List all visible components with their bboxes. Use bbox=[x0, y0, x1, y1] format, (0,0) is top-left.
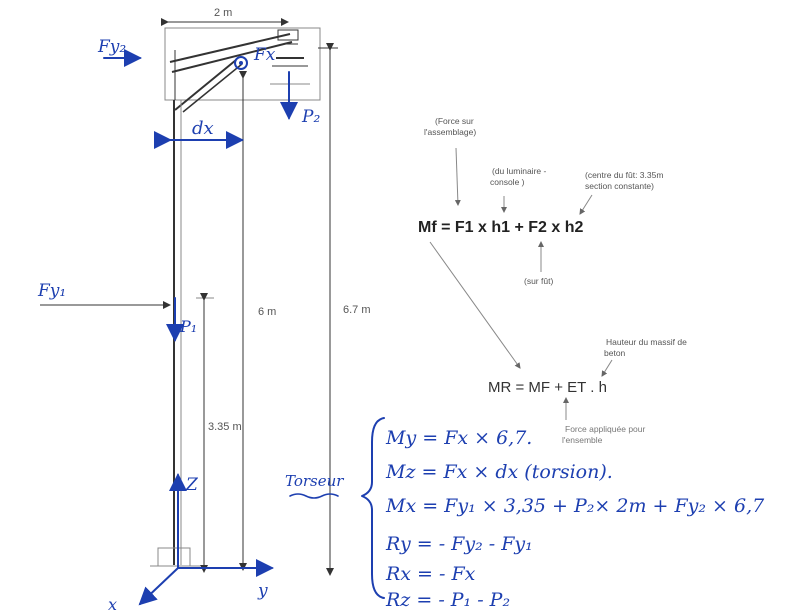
y-label: y bbox=[257, 581, 268, 601]
console-brace-2 bbox=[182, 63, 243, 113]
formula-mf: Mf = F1 x h1 + F2 x h2 bbox=[418, 219, 583, 236]
torseur-line-0: My = Fx × 6,7. bbox=[385, 427, 532, 449]
dimensions: 2 m 6 m 6.7 m 3.35 m bbox=[161, 7, 371, 576]
note-force-assemblage-2: l'assemblage) bbox=[424, 127, 476, 137]
note-sur-fut: (sur fût) bbox=[524, 276, 553, 286]
note-hauteur-1: Hauteur du massif de bbox=[606, 337, 687, 347]
note-luminaire-2: console ) bbox=[490, 177, 525, 187]
fx-label: Fx bbox=[253, 45, 276, 65]
width-label: 2 m bbox=[214, 7, 232, 19]
fx-dot bbox=[239, 61, 243, 65]
p2-label: P₂ bbox=[301, 107, 320, 127]
formula-annotations: (Force sur l'assemblage) (du luminaire -… bbox=[418, 116, 687, 445]
lamp-body bbox=[277, 29, 299, 41]
torseur-line-1: Mz = Fx × dx (torsion). bbox=[385, 461, 613, 483]
torseur-brace bbox=[361, 417, 385, 599]
six-m-label: 6 m bbox=[258, 306, 276, 318]
note-centre-1: (centre du fût: 3.35m bbox=[585, 170, 663, 180]
dx-label: dx bbox=[192, 118, 214, 139]
x-axis bbox=[138, 567, 179, 606]
torseur-underline bbox=[289, 493, 339, 499]
console-arm-upper bbox=[169, 33, 291, 63]
p1-label: P₁ bbox=[179, 317, 197, 336]
fy2-label: Fy₂ bbox=[97, 37, 126, 57]
x-label: x bbox=[108, 595, 117, 611]
torseur-line-2: Mx = Fy₁ × 3,35 + P₂× 2m + Fy₂ × 6,7 bbox=[385, 495, 765, 517]
note-centre-2: section constante) bbox=[585, 181, 654, 191]
console-brace bbox=[174, 59, 237, 111]
console-arm-lower bbox=[171, 41, 293, 73]
fx-circle bbox=[234, 56, 248, 70]
torseur-block: Torseur My = Fx × 6,7. Mz = Fx × dx (tor… bbox=[285, 417, 765, 611]
torseur-line-4: Rx = - Fx bbox=[385, 563, 476, 585]
note-force-assemblage-1: (Force sur bbox=[435, 116, 474, 126]
formula-mr: MR = MF + ET . h bbox=[488, 379, 607, 396]
torseur-line-5: Rz = - P₁ - P₂ bbox=[385, 589, 510, 611]
note-luminaire-1: (du luminaire - bbox=[492, 166, 546, 176]
note-hauteur-2: beton bbox=[604, 348, 626, 358]
handwritten-forces: Fy₂ Fx P₂ dx Fy₁ P₁ Z y x bbox=[37, 37, 320, 611]
three-m-label: 3.35 m bbox=[208, 421, 242, 433]
torseur-line-3: Ry = - Fy₂ - Fy₁ bbox=[385, 533, 533, 555]
fy1-label: Fy₁ bbox=[37, 281, 66, 301]
note-force-ensemble-2: l'ensemble bbox=[562, 435, 603, 445]
note-force-ensemble-1: Force appliquée pour bbox=[565, 424, 646, 434]
z-label: Z bbox=[185, 475, 199, 495]
torseur-label: Torseur bbox=[285, 472, 344, 490]
six-seven-m-label: 6.7 m bbox=[343, 304, 371, 316]
